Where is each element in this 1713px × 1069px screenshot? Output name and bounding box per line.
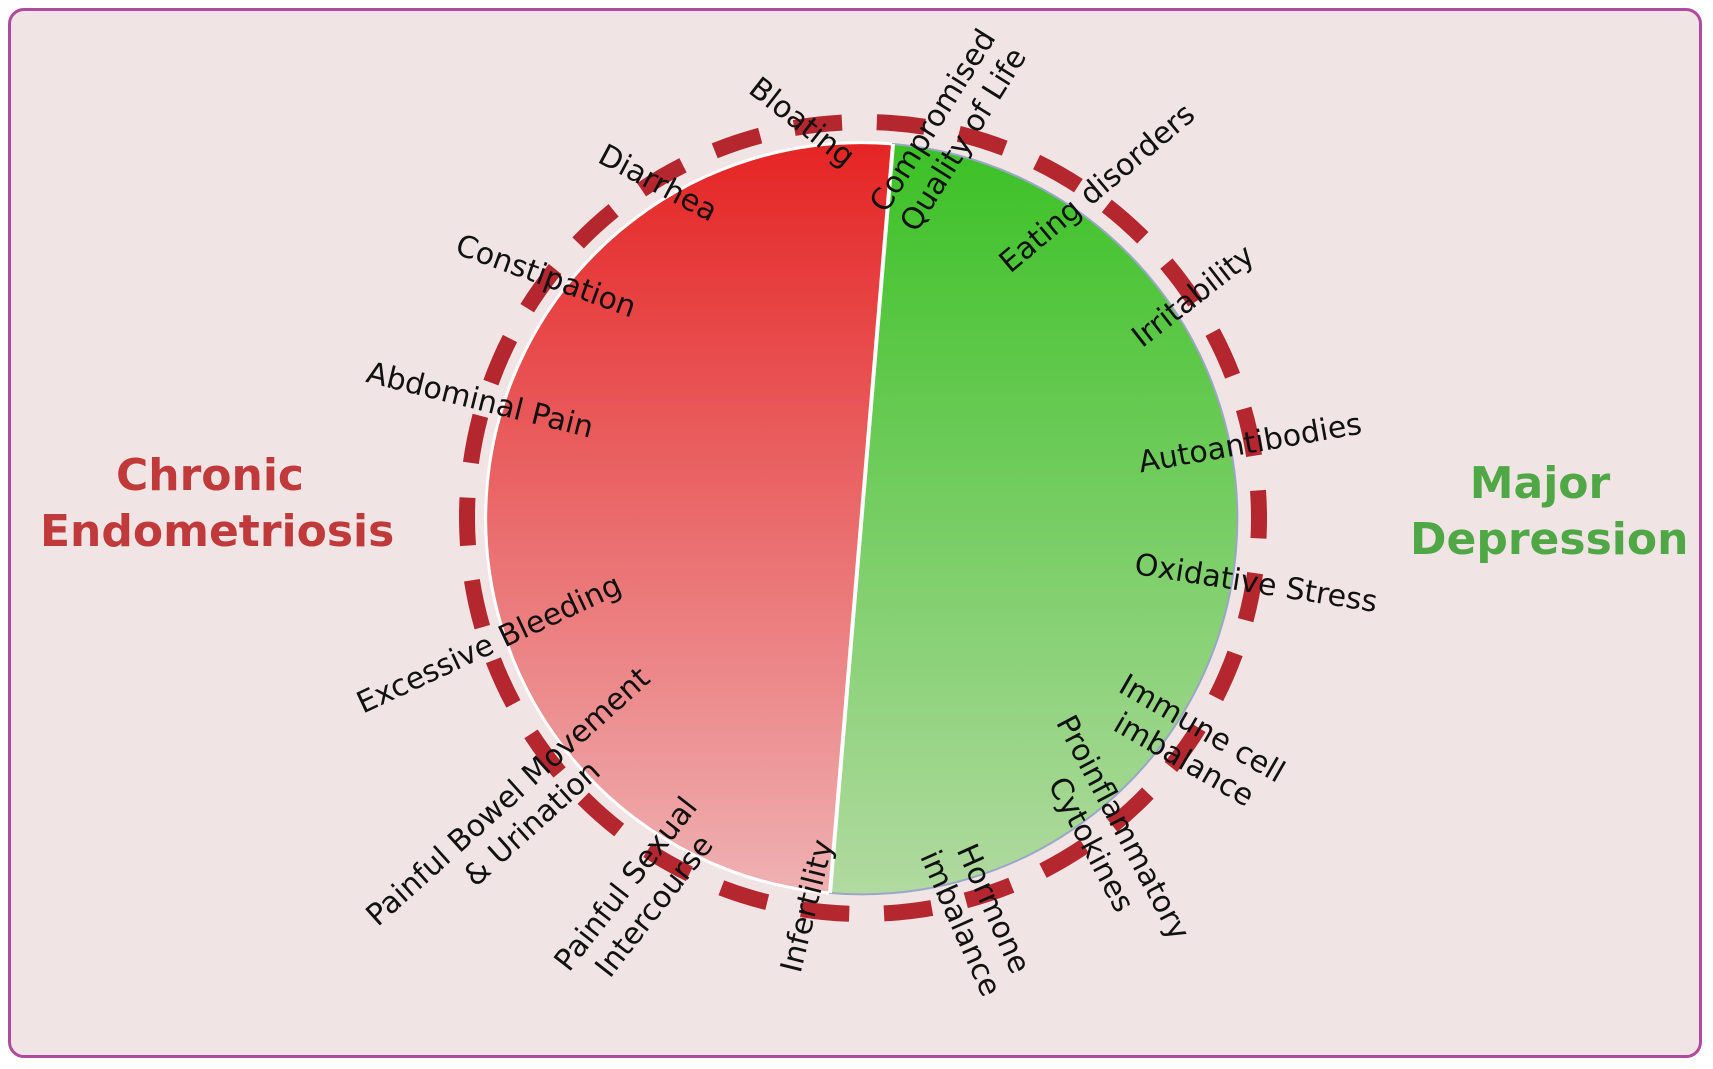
ring-dash bbox=[963, 877, 1015, 909]
ring-dash bbox=[1237, 571, 1264, 623]
ring-dash bbox=[1039, 839, 1089, 878]
ring-dash bbox=[1033, 154, 1083, 193]
ring-dash bbox=[1205, 328, 1241, 379]
ring-dash bbox=[577, 792, 625, 837]
ring-dash bbox=[800, 901, 850, 922]
depression-title-line1: Major bbox=[1469, 458, 1611, 509]
depression-half bbox=[828, 142, 1239, 896]
endometriosis-title-line2: Endometriosis bbox=[40, 506, 395, 557]
center-divider bbox=[828, 143, 895, 894]
ring-dash bbox=[1101, 199, 1149, 244]
ring-dash bbox=[483, 334, 518, 386]
ring-dash bbox=[524, 729, 566, 778]
ring-dash bbox=[876, 114, 926, 135]
ring-dash bbox=[792, 114, 843, 136]
ring-dash bbox=[463, 578, 491, 630]
ring-dash bbox=[485, 657, 521, 708]
ring-dash bbox=[462, 413, 489, 465]
ring-dash bbox=[711, 127, 763, 159]
ring-dash bbox=[1208, 650, 1243, 702]
ring-dash bbox=[1164, 723, 1206, 773]
ring-dash bbox=[1250, 489, 1267, 539]
endometriosis-half bbox=[484, 141, 895, 895]
ring-dash bbox=[1235, 406, 1263, 458]
ring-dash bbox=[718, 880, 770, 910]
depression-title-line2: Depression bbox=[1410, 514, 1689, 565]
ring-dash bbox=[956, 126, 1008, 156]
ring-dash bbox=[883, 900, 934, 922]
ring-dash bbox=[637, 158, 687, 197]
ring-dash bbox=[459, 497, 476, 547]
ring-dash bbox=[1107, 787, 1154, 832]
dashed-outer-ring bbox=[459, 114, 1267, 922]
ring-dash bbox=[572, 204, 619, 249]
endometriosis-title: Chronic Endometriosis bbox=[40, 448, 395, 560]
ring-dash bbox=[520, 263, 562, 313]
ring-dash bbox=[643, 843, 693, 882]
ring-dash bbox=[1160, 258, 1202, 307]
depression-title: Major Depression bbox=[1410, 456, 1689, 568]
endometriosis-title-line1: Chronic bbox=[115, 450, 305, 501]
